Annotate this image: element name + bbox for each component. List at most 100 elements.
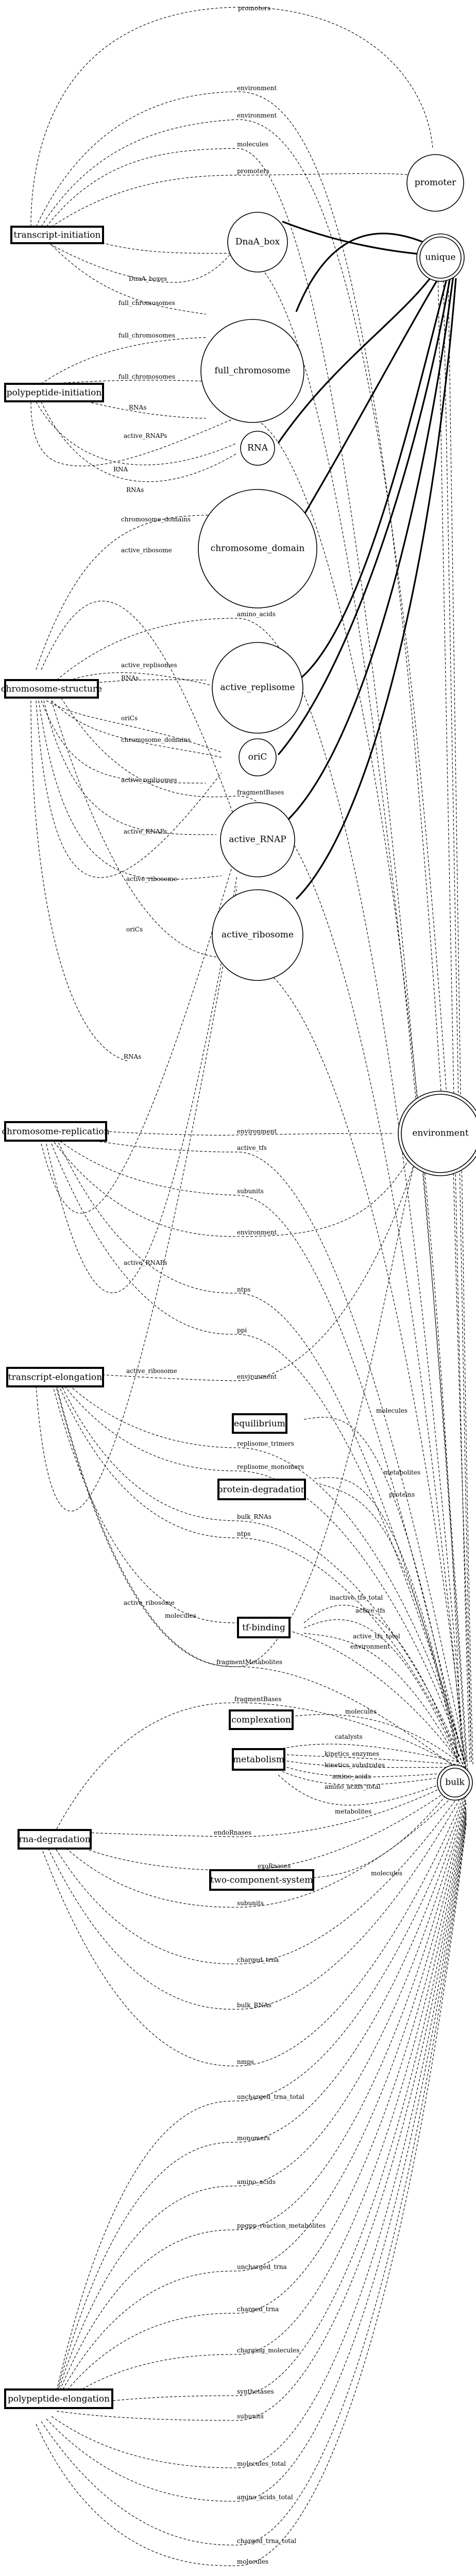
process-chromosome-structure[interactable]: chromosome-structure	[1, 679, 102, 699]
svg-text:chromosome-structure: chromosome-structure	[1, 684, 102, 694]
edge-label: RNA	[113, 466, 128, 473]
edge-label: active_RNAPs	[124, 828, 167, 835]
edge-label: active_ribosome	[126, 875, 177, 883]
edge-label: ntps	[237, 1530, 250, 1537]
edge-label: active_ribosome	[121, 547, 172, 554]
edge-label: RNAs	[121, 674, 139, 682]
edge-label: amino_acids_total	[325, 1783, 381, 1790]
svg-text:active_RNAP: active_RNAP	[229, 835, 286, 845]
store-nodes: promoter DnaA_box full_chromosome RNA ch…	[198, 154, 476, 1801]
store-environment[interactable]: environment	[398, 1091, 476, 1176]
edge-label: charged_trna	[237, 1956, 279, 1963]
edge-label: fragmentBases	[234, 1696, 281, 1703]
store-full-chromosome[interactable]: full_chromosome	[200, 319, 304, 423]
edge-label: promoters	[237, 167, 269, 175]
store-chromosome-domain[interactable]: chromosome_domain	[198, 489, 317, 608]
edge-label: RNAs	[124, 1053, 141, 1060]
svg-text:metabolism: metabolism	[233, 1755, 284, 1765]
edge-label: kinetics_substrates	[325, 1761, 385, 1769]
edge-label: RNAs	[129, 404, 146, 411]
edge-label: charging_molecules	[237, 2347, 299, 2354]
svg-text:unique: unique	[425, 252, 455, 263]
svg-text:active_ribosome: active_ribosome	[222, 930, 294, 940]
edge-label: active_tfs_total	[353, 1633, 400, 1640]
store-oric[interactable]: oriC	[239, 738, 277, 776]
process-transcript-elongation[interactable]: transcript-elongation	[6, 1367, 104, 1387]
edge-label: proteins	[389, 1491, 415, 1498]
edge-label: replisome_monomers	[237, 1463, 304, 1470]
process-nodes: transcript-initiation polypeptide-initia…	[1, 226, 314, 2409]
svg-text:complexation: complexation	[231, 1715, 291, 1725]
edge-label: full_chromosomes	[118, 299, 175, 307]
store-rna[interactable]: RNA	[240, 431, 275, 466]
edge-label: environment	[237, 84, 277, 92]
edge-label: charged_trna	[237, 2306, 279, 2313]
edge-label: nmps	[237, 2058, 254, 2065]
process-equilibrium[interactable]: equilibrium	[232, 1413, 287, 1434]
edge-label: active_replisomes	[121, 662, 177, 669]
svg-text:DnaA_box: DnaA_box	[235, 237, 280, 247]
process-polypeptide-elongation[interactable]: polypeptide-elongation	[4, 2388, 113, 2409]
process-tf-binding[interactable]: tf-binding	[237, 1617, 291, 1638]
edge-label: active_RNAPs	[124, 432, 167, 439]
store-dnaa-box[interactable]: DnaA_box	[227, 212, 288, 273]
store-active-replisome[interactable]: active_replisome	[212, 642, 303, 734]
process-two-component-system[interactable]: two-component-system	[209, 1869, 314, 1891]
edge-label: chromosome_domains	[121, 516, 191, 523]
edge-label: bulk_RNAs	[237, 1513, 271, 1520]
edge-label: environment	[237, 1229, 277, 1236]
svg-text:polypeptide-initiation: polypeptide-initiation	[7, 388, 102, 398]
process-chromosome-replication[interactable]: chromosome-replication	[2, 1121, 110, 1142]
edge-label: environment	[237, 1373, 277, 1380]
edge-label: inactive_tfs_total	[330, 1594, 383, 1601]
process-metabolism[interactable]: metabolism	[232, 1748, 285, 1771]
edge-label: active_ribosome	[126, 1367, 177, 1375]
edge-label: molecules	[165, 1612, 196, 1619]
process-polypeptide-initiation[interactable]: polypeptide-initiation	[4, 383, 104, 402]
edge-label: environment	[350, 1643, 390, 1650]
edge-label: fragmentBases	[237, 789, 284, 796]
edge-label: endoRnases	[214, 1829, 251, 1836]
edge-label: ppi	[237, 1327, 247, 1334]
process-protein-degradation[interactable]: protein-degradation	[217, 1479, 307, 1500]
edge-label: exoRnases	[258, 1862, 291, 1870]
process-transcript-initiation[interactable]: transcript-initiation	[10, 226, 104, 244]
svg-text:bulk: bulk	[445, 1777, 465, 1788]
edge-label: kinetics_enzymes	[325, 1750, 379, 1757]
svg-text:promoter: promoter	[415, 178, 456, 188]
svg-text:chromosome-replication: chromosome-replication	[2, 1127, 109, 1137]
svg-text:chromosome_domain: chromosome_domain	[211, 544, 305, 554]
edge-label: uncharged_trna_total	[237, 2093, 304, 2100]
svg-text:oriC: oriC	[248, 752, 267, 762]
store-bulk[interactable]: bulk	[437, 1765, 473, 1801]
store-edges	[277, 221, 457, 900]
store-unique[interactable]: unique	[416, 233, 465, 282]
edge-label: subunits	[237, 2413, 264, 2420]
svg-text:active_replisome: active_replisome	[220, 683, 295, 693]
store-promoter[interactable]: promoter	[406, 154, 464, 212]
edge-label: ppgpp_reaction_metabolites	[237, 2222, 326, 2229]
edge-label: subunits	[237, 1188, 264, 1195]
process-complexation[interactable]: complexation	[229, 1709, 294, 1730]
svg-text:transcript-elongation: transcript-elongation	[8, 1372, 103, 1383]
store-active-rnap[interactable]: active_RNAP	[220, 802, 295, 877]
edge-label: metabolites	[384, 1469, 420, 1476]
svg-text:full_chromosome: full_chromosome	[215, 366, 291, 376]
process-edges: promoters environment environment molecu…	[30, 5, 473, 2566]
edge-label: synthetases	[237, 2388, 274, 2395]
edge-label: amino_acids	[237, 2178, 276, 2185]
edge-label: subunits	[237, 1900, 264, 1907]
edge-label: bulk_RNAs	[237, 2002, 271, 2009]
edge-label: uncharged_trna	[237, 2263, 287, 2270]
edge-label: full_chromosomes	[118, 332, 175, 339]
store-active-ribosome[interactable]: active_ribosome	[212, 889, 303, 981]
edge-label: active_tfs	[237, 1144, 267, 1151]
edge-label: oriCs	[126, 926, 143, 933]
process-rna-degradation[interactable]: rna-degradation	[18, 1829, 92, 1850]
edge-label: charged_trna_total	[237, 2537, 296, 2545]
edge-label: full_chromosomes	[118, 373, 175, 380]
edge-label: DnaA_boxes	[129, 275, 167, 282]
svg-text:transcript-initiation: transcript-initiation	[14, 230, 101, 241]
edge-label: active_RNAPs	[124, 1259, 167, 1266]
edge-label: molecules	[371, 1870, 402, 1877]
